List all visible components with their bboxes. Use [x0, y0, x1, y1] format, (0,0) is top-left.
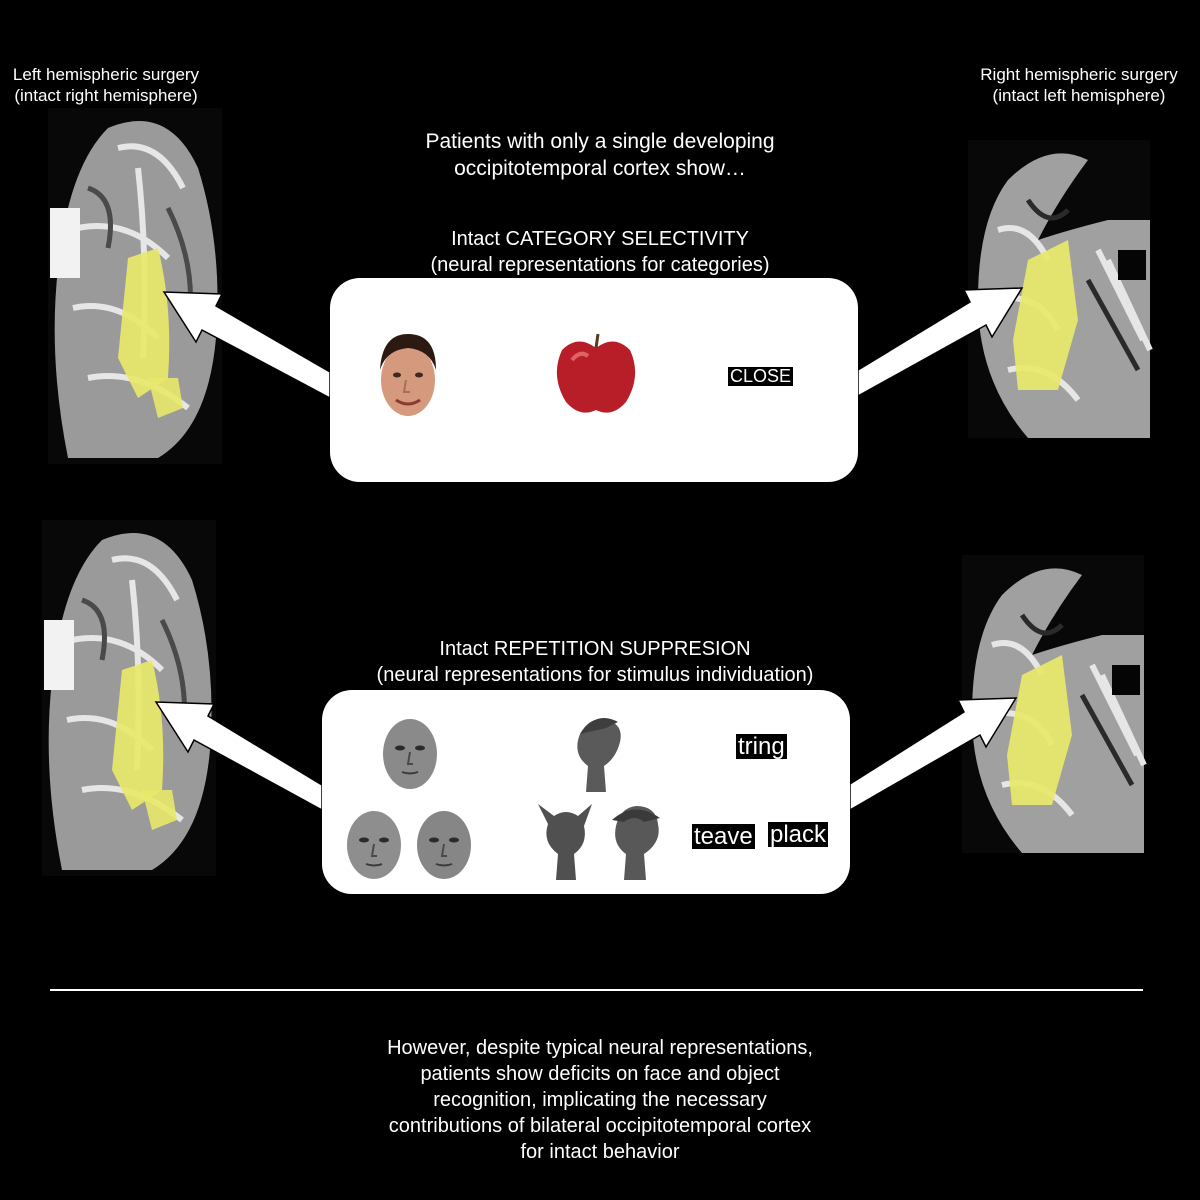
divider-line [50, 989, 1143, 991]
apple-stimulus-icon [556, 333, 636, 413]
word-stimulus-teave: teave [692, 823, 755, 850]
arrow-bottom-left [154, 701, 323, 812]
repetition-stimuli-panel: tring teave plack [322, 690, 850, 894]
brain-scan-left-top [48, 108, 222, 464]
word-stimulus-close: CLOSE [728, 366, 794, 386]
brain-scan-right-top [968, 140, 1153, 439]
novel-object-stimulus-icon [577, 718, 621, 792]
novel-object-stimulus-icon [612, 806, 660, 880]
left-hemisphere-label: Left hemispheric surgery (intact right h… [12, 65, 200, 105]
brain-scan-right-bottom [962, 555, 1147, 853]
category-selectivity-title: Intact CATEGORY SELECTIVITY (neural repr… [430, 228, 770, 276]
word-stimulus-tring: tring [736, 733, 787, 760]
repetition-suppression-title: Intact REPETITION SUPPRESION (neural rep… [376, 638, 814, 686]
gray-face-stimulus-icon [417, 811, 471, 879]
word-stimulus-plack: plack [768, 821, 829, 848]
arrow-top-left [162, 291, 331, 400]
arrow-bottom-right [849, 697, 1018, 812]
novel-object-stimulus-icon [538, 804, 592, 880]
category-stimuli-panel: CLOSE [330, 278, 858, 482]
right-hemisphere-label: Right hemispheric surgery (intact left h… [980, 65, 1178, 105]
gray-face-stimulus-icon [383, 719, 437, 789]
gray-face-stimulus-icon [347, 811, 401, 879]
brain-scan-left-bottom [42, 520, 216, 876]
face-stimulus-icon [380, 334, 436, 416]
conclusion-text: However, despite typical neural represen… [387, 1037, 813, 1163]
intro-text: Patients with only a single developing o… [425, 130, 775, 180]
arrow-top-right [857, 287, 1024, 398]
